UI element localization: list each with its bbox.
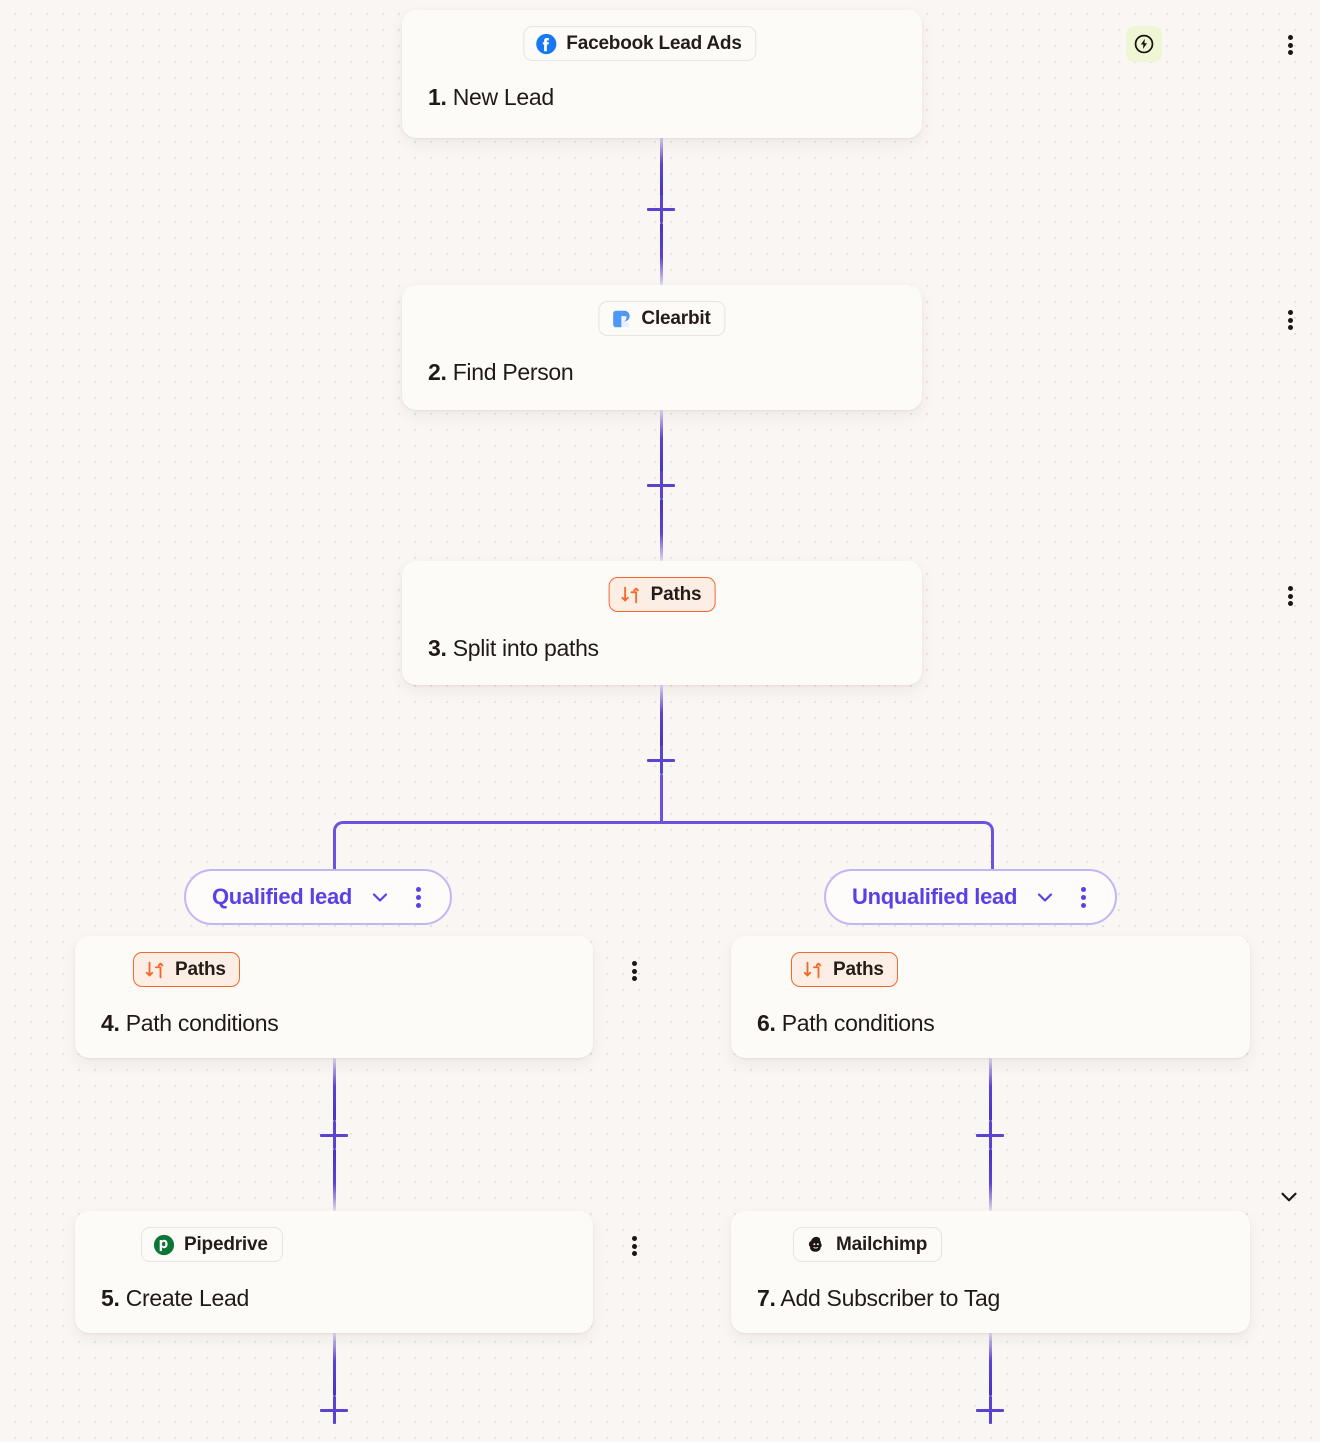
step-7-number: 7. — [757, 1285, 776, 1311]
add-step-after-5-button[interactable] — [320, 1396, 348, 1424]
add-step-after-1-button[interactable] — [647, 195, 675, 223]
step-4-number: 4. — [101, 1010, 120, 1036]
connector-6-7-lower — [989, 1149, 992, 1211]
step-2-title: 2. Find Person — [428, 359, 574, 386]
pipedrive-icon — [153, 1234, 175, 1255]
connector-after-5 — [333, 1333, 336, 1396]
step-6-app-chip[interactable]: Paths — [791, 952, 898, 987]
step-7-app-chip[interactable]: Mailchimp — [793, 1227, 943, 1262]
step-5-header: Pipedrive — [75, 1211, 637, 1273]
step-4-header: Paths — [75, 936, 637, 998]
step-6-number: 6. — [757, 1010, 776, 1036]
connector-4-5-lower — [333, 1149, 336, 1211]
path-pill-qualified-lead[interactable]: Qualified lead — [184, 869, 453, 925]
connector-3-split-lower — [660, 774, 663, 823]
step-2-menu-button[interactable] — [1279, 309, 1301, 331]
step-card-3[interactable]: Paths 3. Split into paths — [402, 561, 1297, 1202]
step-4-title: 4. Path conditions — [101, 1010, 279, 1037]
step-2-name: Find Person — [452, 359, 574, 385]
step-card-4[interactable]: Paths 4. Path conditions — [75, 936, 637, 1058]
lightning-bolt-icon — [1134, 34, 1154, 54]
path-b-label: Unqualified lead — [852, 884, 1018, 909]
path-a-chevron[interactable] — [368, 885, 392, 909]
step-5-name: Create Lead — [125, 1285, 250, 1311]
step-4-menu-button[interactable] — [623, 960, 645, 982]
chevron-down-icon — [1038, 893, 1053, 902]
step-1-header: Facebook Lead Ads — [402, 10, 1293, 72]
chevron-down-icon — [372, 893, 388, 902]
chevron-down-icon — [1281, 1192, 1297, 1202]
step-5-app-chip[interactable]: Pipedrive — [141, 1227, 283, 1262]
path-b-menu-button[interactable] — [1073, 886, 1093, 908]
step-2-app-label: Clearbit — [641, 308, 711, 329]
trigger-badge — [1126, 26, 1162, 62]
step-5-menu-button[interactable] — [623, 1235, 645, 1257]
step-6-app-label: Paths — [833, 959, 884, 980]
step-card-1[interactable]: Facebook Lead Ads 1. New Lead — [402, 10, 1293, 138]
paths-split-icon — [621, 586, 639, 603]
step-5-number: 5. — [101, 1285, 120, 1311]
step-card-7[interactable]: Mailchimp 7. Add Subscriber to Tag — [731, 1211, 1250, 1333]
connector-1-2-upper — [660, 136, 663, 198]
add-step-after-2-button[interactable] — [647, 471, 675, 499]
connector-1-2-lower — [660, 223, 663, 285]
connector-2-3-lower — [660, 499, 663, 561]
step-1-title: 1. New Lead — [428, 84, 554, 111]
path-a-label: Qualified lead — [212, 884, 353, 909]
step-3-app-chip[interactable]: Paths — [608, 577, 716, 612]
add-step-after-4-button[interactable] — [320, 1121, 348, 1149]
step-1-menu-button[interactable] — [1279, 34, 1301, 56]
connector-3-split-upper — [660, 685, 663, 747]
path-a-menu-button[interactable] — [408, 886, 428, 908]
step-1-app-label: Facebook Lead Ads — [566, 33, 742, 54]
clearbit-icon — [613, 310, 630, 327]
step-2-number: 2. — [428, 359, 447, 385]
add-step-after-6-button[interactable] — [976, 1121, 1004, 1149]
add-step-after-7-button[interactable] — [976, 1396, 1004, 1424]
step-5-title: 5. Create Lead — [101, 1285, 249, 1312]
path-pill-unqualified-lead[interactable]: Unqualified lead — [824, 869, 1118, 925]
connector-6-7-upper — [989, 1058, 992, 1121]
connector-4-5-upper — [333, 1058, 336, 1121]
connector-after-7 — [989, 1333, 992, 1396]
step-3-title: 3. Split into paths — [428, 635, 599, 662]
step-3-header: Paths — [402, 561, 1293, 623]
step-3-menu-button[interactable] — [1279, 585, 1301, 607]
step-7-header: Mailchimp — [731, 1211, 1250, 1273]
step-7-title: 7. Add Subscriber to Tag — [757, 1285, 1000, 1312]
step-1-number: 1. — [428, 84, 447, 110]
step-3-number: 3. — [428, 635, 447, 661]
step-1-name: New Lead — [452, 84, 554, 110]
step-3-name: Split into paths — [452, 635, 599, 661]
step-3-expand-chevron[interactable] — [1276, 1184, 1302, 1215]
paths-split-icon — [803, 961, 822, 978]
step-2-app-chip[interactable]: Clearbit — [598, 301, 726, 336]
step-7-name: Add Subscriber to Tag — [780, 1285, 1001, 1311]
path-b-chevron[interactable] — [1033, 885, 1057, 909]
step-3-app-label: Paths — [650, 584, 702, 605]
step-card-2[interactable]: Clearbit 2. Find Person — [402, 285, 1293, 410]
step-4-name: Path conditions — [125, 1010, 279, 1036]
step-1-app-chip[interactable]: Facebook Lead Ads — [523, 26, 757, 61]
step-6-title: 6. Path conditions — [757, 1010, 935, 1037]
step-6-header: Paths — [731, 936, 1250, 998]
paths-split-icon — [145, 961, 164, 978]
step-6-name: Path conditions — [781, 1010, 935, 1036]
connector-2-3-upper — [660, 410, 663, 473]
step-card-5[interactable]: Pipedrive 5. Create Lead — [75, 1211, 637, 1333]
facebook-icon — [536, 33, 557, 54]
step-2-header: Clearbit — [402, 285, 1293, 347]
add-step-after-3-button[interactable] — [647, 746, 675, 774]
step-4-app-label: Paths — [175, 959, 226, 980]
step-7-app-label: Mailchimp — [836, 1234, 928, 1255]
step-card-6[interactable]: Paths 6. Path conditions — [731, 936, 1250, 1058]
mailchimp-icon — [808, 1236, 822, 1252]
step-4-app-chip[interactable]: Paths — [133, 952, 240, 987]
step-5-app-label: Pipedrive — [184, 1234, 268, 1255]
